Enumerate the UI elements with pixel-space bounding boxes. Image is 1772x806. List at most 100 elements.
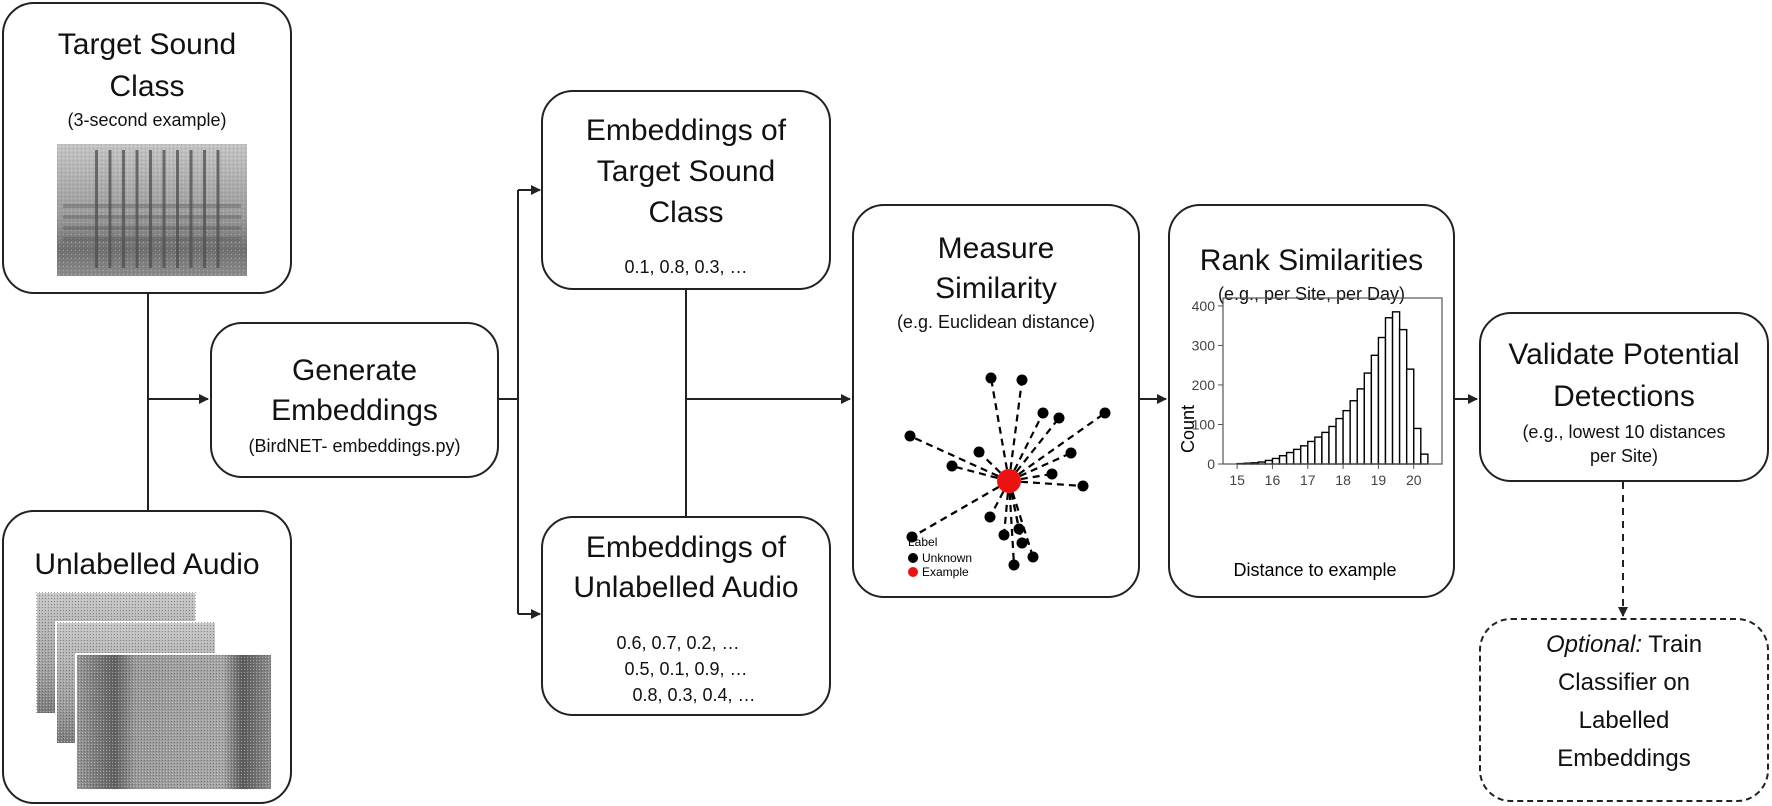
emb-target-title-line-1: Embeddings of [585, 114, 787, 147]
distance-line [1007, 379, 1024, 482]
optional-line-3: Labelled [1578, 707, 1670, 734]
legend-title: Label [908, 535, 937, 549]
optional-emphasis: Optional: [1545, 631, 1643, 658]
optional-line-1: Optional: Train [1481, 626, 1767, 664]
node-unlabelled-audio: Unlabelled Audio [2, 510, 292, 804]
generate-subtitle: (BirdNET- embeddings.py) [248, 436, 461, 456]
histogram-bar [1292, 448, 1302, 465]
emb-unlabelled-values-line-1: 0.6, 0.7, 0.2, … [616, 633, 740, 653]
optional-line-4: Embeddings [1557, 745, 1691, 772]
histogram-bar [1300, 445, 1309, 465]
x-tick-label: 20 [1406, 472, 1422, 488]
unknown-points [904, 372, 1111, 571]
distance-line [989, 377, 1011, 482]
spectrogram-harmonic [63, 215, 241, 219]
histogram-bar [1413, 427, 1422, 465]
x-tick-label: 18 [1335, 472, 1351, 488]
histogram-bar [1363, 372, 1373, 465]
unknown-point [1037, 407, 1049, 419]
measure-subtitle: (e.g. Euclidean distance) [896, 312, 1096, 332]
emb-target-title-line-2: Target Sound [596, 155, 776, 188]
spectrogram-band [203, 150, 206, 268]
distance-line [1008, 412, 1106, 482]
histogram-bar [1328, 425, 1337, 465]
node-target-sound-class: Target Sound Class (3-second example) [2, 2, 292, 294]
spectrogram-band [122, 150, 125, 268]
histogram-bar [1271, 457, 1281, 465]
histogram-bar [1307, 440, 1316, 465]
validate-title-line-1: Validate Potential [1508, 338, 1740, 371]
y-tick-label: 300 [1192, 337, 1216, 353]
unknown-point [1099, 407, 1111, 419]
unknown-point [904, 430, 916, 442]
histogram-bar [1314, 436, 1323, 465]
y-tick-label: 100 [1192, 416, 1216, 432]
target-title-line-2: Class [109, 70, 185, 103]
node-measure-similarity: Measure Similarity (e.g. Euclidean dista… [852, 204, 1140, 598]
generate-title-line-2: Embeddings [271, 394, 438, 427]
unlabelled-spectrogram-stack-image [36, 592, 273, 791]
x-tick-label: 15 [1229, 472, 1245, 488]
distance-line [911, 480, 1010, 538]
distance-line [1008, 417, 1060, 482]
measure-title-line-1: Measure [937, 232, 1055, 265]
histogram-bar [1285, 451, 1295, 465]
unknown-point [1008, 559, 1020, 571]
y-tick-label: 400 [1192, 298, 1216, 314]
rank-subtitle: (e.g., per Site, per Day) [1217, 284, 1406, 304]
histogram-bar [1420, 453, 1429, 465]
unknown-point [1027, 551, 1039, 563]
distance-line [1007, 480, 1016, 566]
histogram-bar [1349, 400, 1358, 465]
spectrogram-harmonic [63, 237, 241, 241]
unknown-point [906, 531, 918, 543]
unknown-point [1013, 523, 1025, 535]
distance-line [1008, 472, 1053, 483]
unlabelled-title: Unlabelled Audio [34, 548, 260, 581]
x-tick-label: 16 [1265, 472, 1281, 488]
emb-unlabelled-title-line-1: Embeddings of [585, 531, 787, 564]
emb-unlabelled-title-line-2: Unlabelled Audio [573, 571, 799, 604]
histogram-bar [1278, 454, 1288, 465]
unknown-point [1016, 374, 1028, 386]
distance-line [951, 464, 1010, 483]
legend-unknown-label: Unknown [922, 551, 972, 565]
histogram-bars [1236, 311, 1429, 465]
emb-unlabelled-values-line-3: 0.8, 0.3, 0.4, … [632, 685, 756, 705]
legend-unknown-dot [908, 553, 918, 563]
histogram-bar [1342, 409, 1351, 465]
node-generate-embeddings: Generate Embeddings (BirdNET- embeddings… [210, 322, 499, 478]
spectrogram-band [216, 150, 220, 268]
node-embeddings-target: Embeddings of Target Sound Class 0.1, 0.… [541, 90, 831, 290]
x-tick-label: 17 [1300, 472, 1316, 488]
unknown-point [985, 372, 997, 384]
optional-line-2: Classifier on [1557, 669, 1691, 696]
emb-target-title-line-3: Class [648, 196, 724, 229]
distance-line [1002, 480, 1011, 536]
distance-line [909, 434, 1010, 483]
optional-line-1-rest: Train [1648, 631, 1703, 658]
target-subtitle: (3-second example) [67, 110, 227, 130]
emb-unlabelled-values-line-2: 0.5, 0.1, 0.9, … [624, 659, 748, 679]
spectrogram-call-bands [63, 150, 241, 268]
spectrogram-band [149, 150, 152, 268]
histogram-y-label: Count [1178, 405, 1198, 453]
histogram-bar [1321, 431, 1330, 465]
unknown-point [1046, 468, 1058, 480]
spectrogram-band [108, 150, 112, 268]
target-spectrogram-image [57, 144, 247, 276]
histogram-bar [1398, 328, 1408, 465]
y-tick-label: 0 [1207, 456, 1215, 472]
histogram-bar [1384, 317, 1394, 465]
legend-example-label: Example [922, 565, 969, 579]
node-rank-similarities: Rank Similarities (e.g., per Site, per D… [1168, 204, 1455, 598]
histogram-bar [1335, 417, 1344, 465]
histogram-x-label: Distance to example [1233, 560, 1396, 580]
spectrogram-band [176, 150, 179, 268]
spectrogram-band [162, 150, 166, 268]
spectrogram-band [135, 150, 139, 268]
rank-title: Rank Similarities [1199, 244, 1424, 277]
spectrogram-harmonic [63, 204, 241, 208]
